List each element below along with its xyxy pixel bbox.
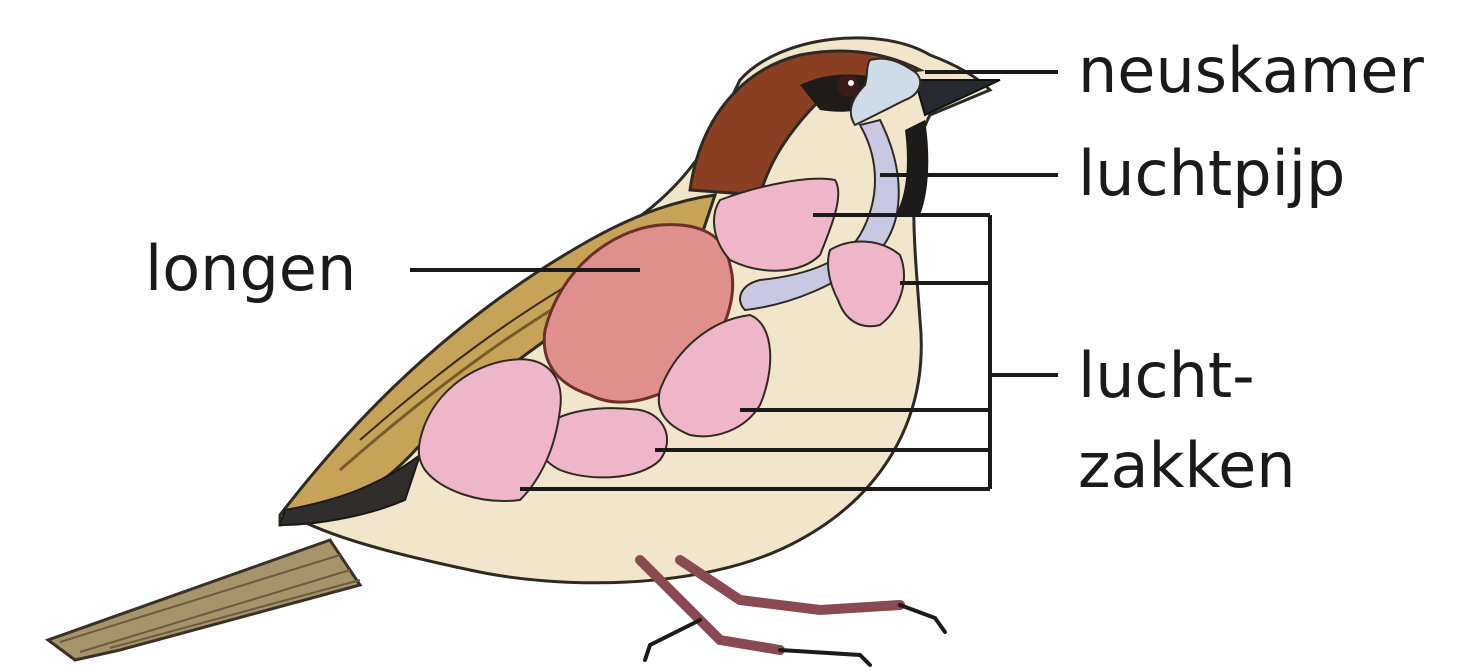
label-zakken: zakken <box>1078 435 1296 497</box>
bird-tail <box>48 540 360 660</box>
label-longen: longen <box>145 238 356 300</box>
label-neuskamer: neuskamer <box>1078 40 1424 102</box>
label-luchtpijp: luchtpijp <box>1078 143 1345 205</box>
bird-beak <box>915 80 1000 115</box>
label-lucht: lucht- <box>1078 345 1255 407</box>
